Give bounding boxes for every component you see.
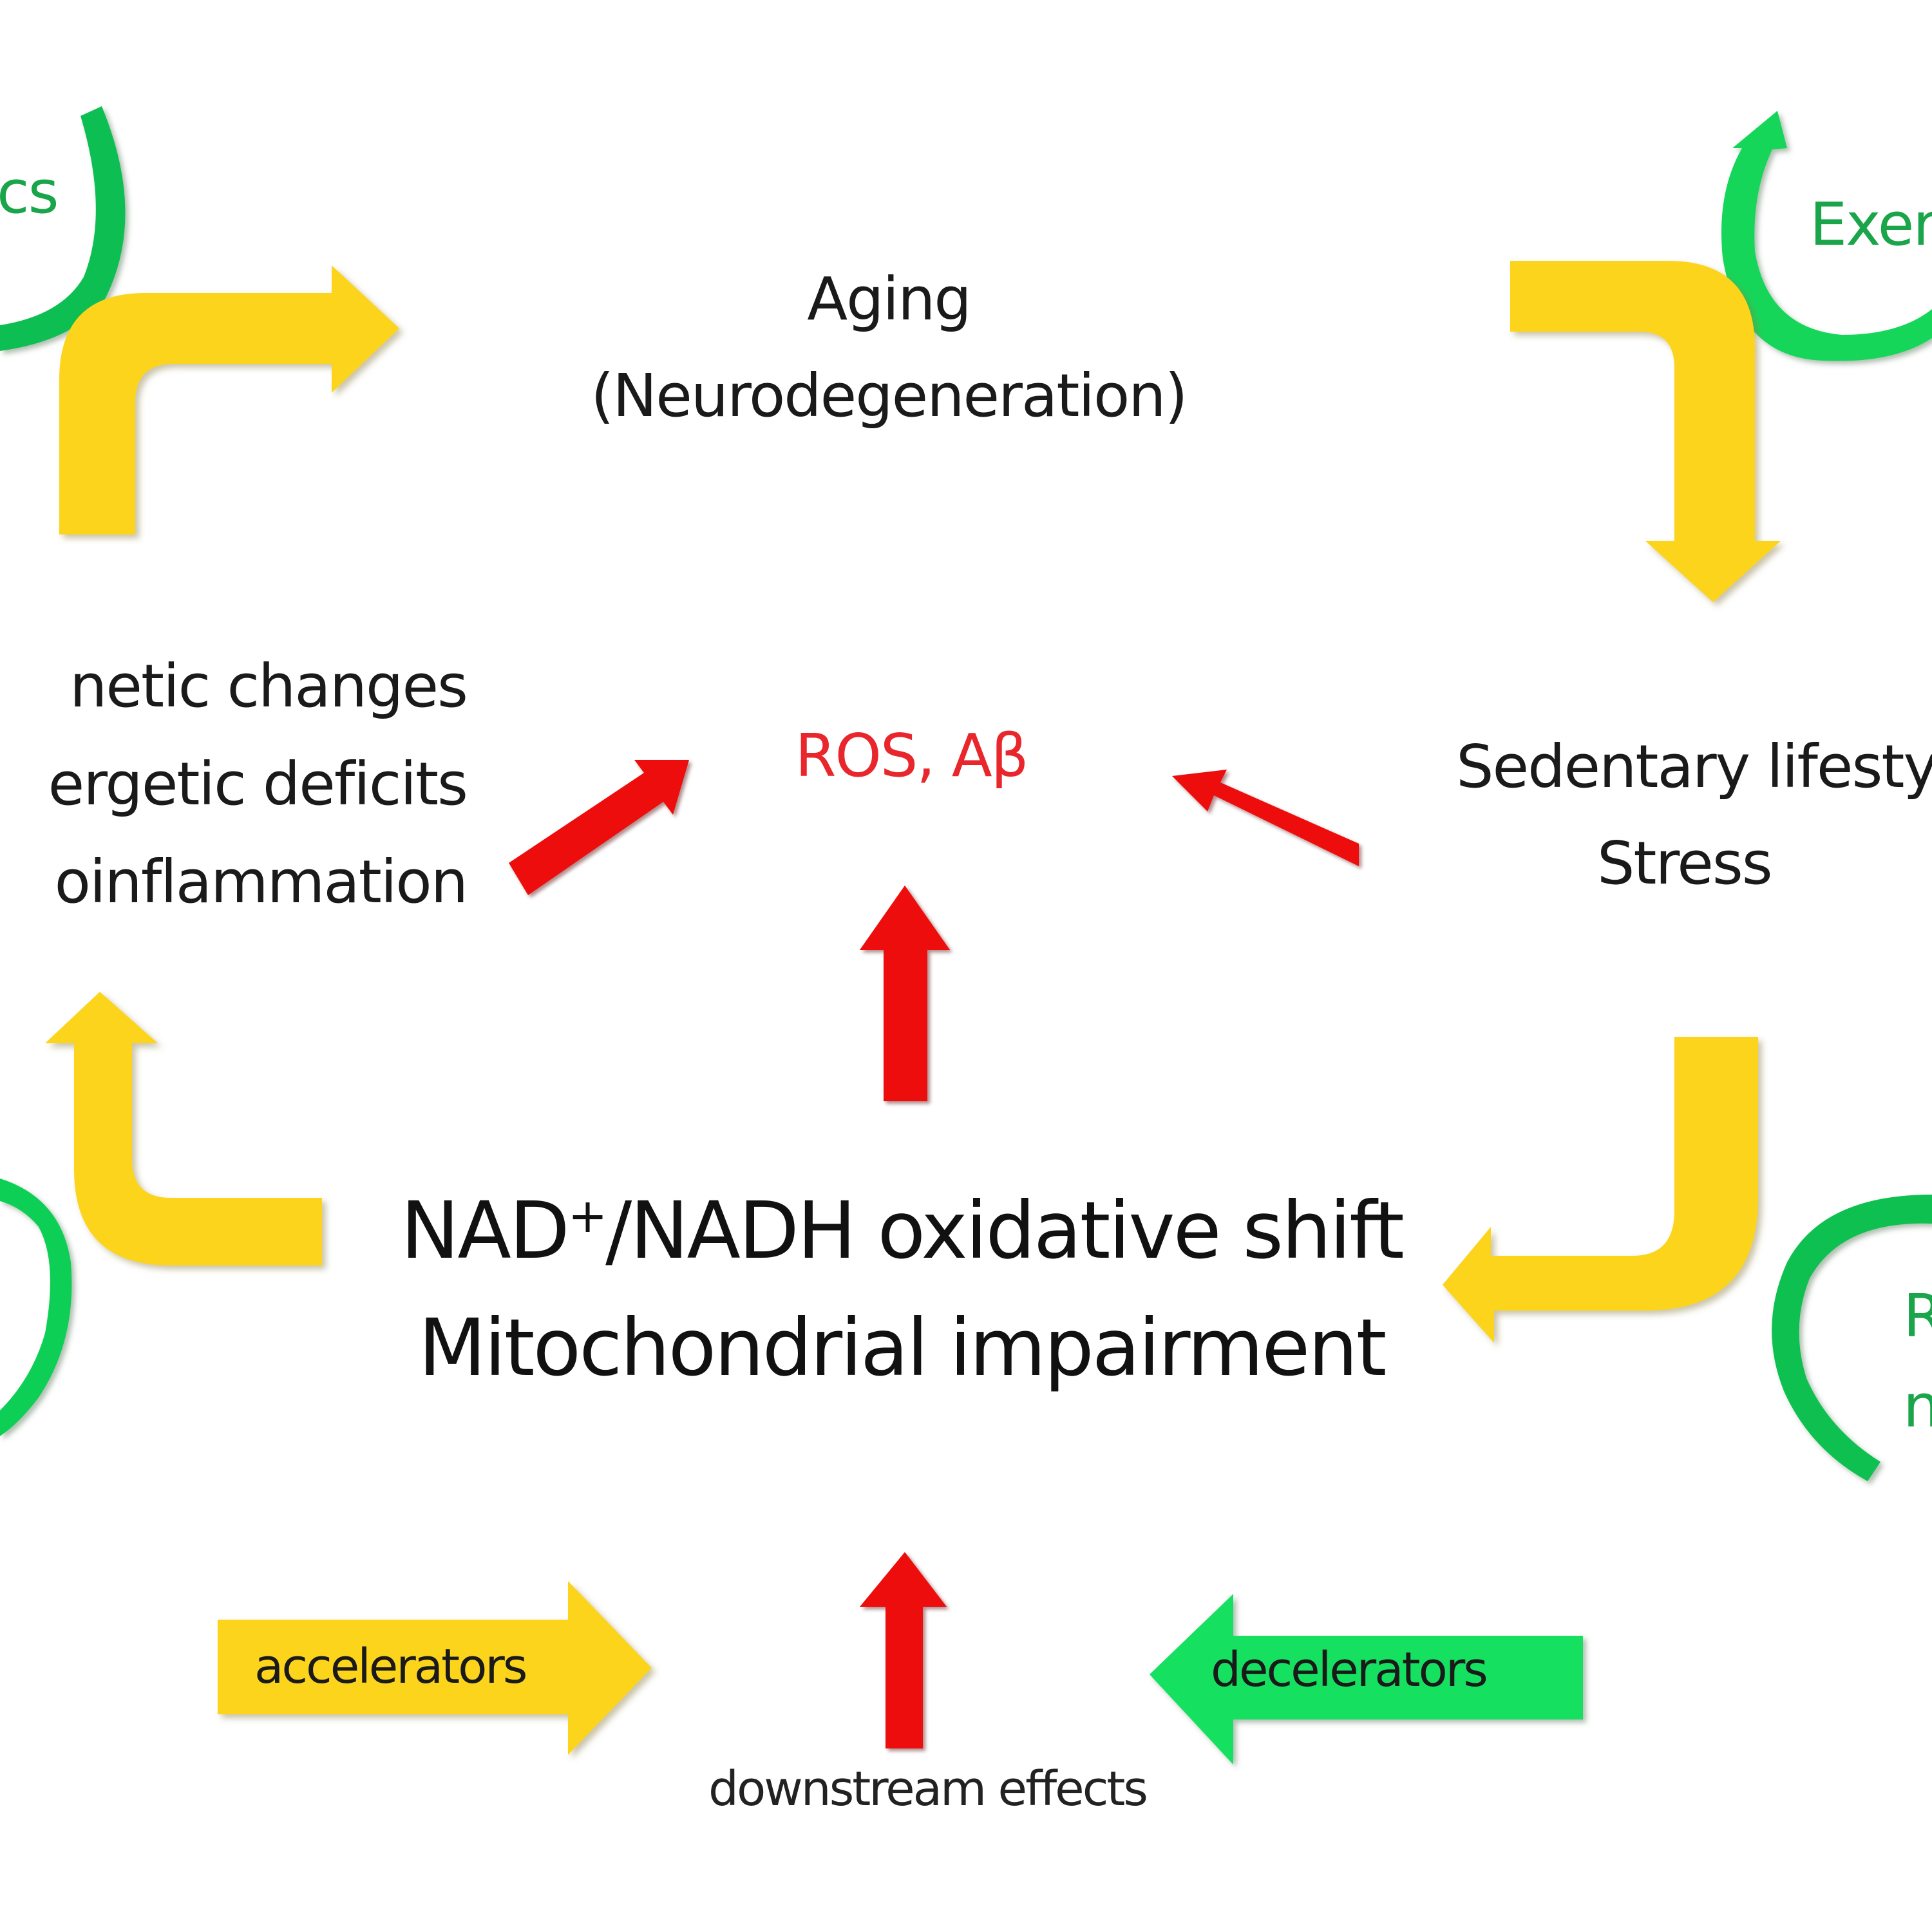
red-arrow-left-diagonal	[509, 760, 689, 895]
right-factor-2: Stress	[1597, 829, 1773, 898]
accelerators-arrow	[218, 1581, 652, 1755]
core-nad-plus: +	[567, 1188, 607, 1244]
core-line-1: NAD+/NADH oxidative shift	[401, 1172, 1405, 1289]
left-factor-3: oinflammation	[54, 848, 468, 916]
aging-label: Aging (Neurodegeneration)	[591, 251, 1188, 444]
downstream-red-arrow	[860, 1552, 947, 1748]
green-arc-top-left	[0, 106, 126, 351]
green-arc-bottom-right	[1772, 1195, 1932, 1481]
left-factors: netic changes ergetic deficits oinflamma…	[48, 638, 468, 931]
decelerators-label: decelerators	[1211, 1642, 1488, 1698]
yellow-arrow-top-right	[1510, 261, 1781, 602]
neurodegeneration-subtitle: (Neurodegeneration)	[591, 361, 1188, 430]
downstream-effects-label: downstream effects	[708, 1761, 1148, 1817]
intervention-label-exercise: Exer	[1810, 190, 1932, 259]
ros-abeta-label: ROS, Aβ	[795, 721, 1029, 790]
green-arc-top-right	[1721, 111, 1932, 361]
core-nad: NAD	[401, 1185, 570, 1276]
yellow-arrow-bottom-right	[1443, 1037, 1758, 1343]
green-arc-left-middle	[0, 1179, 72, 1436]
core-nadh-shift: /NADH oxidative shift	[605, 1185, 1405, 1276]
intervention-label-top-left: cs	[0, 158, 59, 227]
yellow-arrow-top-left	[59, 265, 399, 535]
accelerators-label: accelerators	[254, 1639, 527, 1694]
core-line-2: Mitochondrial impairment	[418, 1302, 1387, 1394]
yellow-arrow-bottom-left	[45, 992, 322, 1265]
intervention-label-bottom-right-2: n	[1903, 1372, 1932, 1441]
right-factor-1: Sedentary lifesty	[1456, 732, 1932, 801]
right-factors: Sedentary lifesty	[1456, 718, 1932, 816]
core-mechanism: NAD+/NADH oxidative shift Mitochondrial …	[401, 1172, 1405, 1406]
decelerators-arrow	[1150, 1594, 1583, 1765]
left-factor-1: netic changes	[70, 652, 468, 721]
left-factor-2: ergetic deficits	[48, 750, 468, 819]
intervention-label-bottom-right-1: R	[1903, 1282, 1932, 1350]
red-arrow-right-diagonal	[1172, 770, 1359, 866]
red-arrow-center-up	[860, 886, 950, 1101]
aging-title: Aging	[807, 265, 972, 334]
